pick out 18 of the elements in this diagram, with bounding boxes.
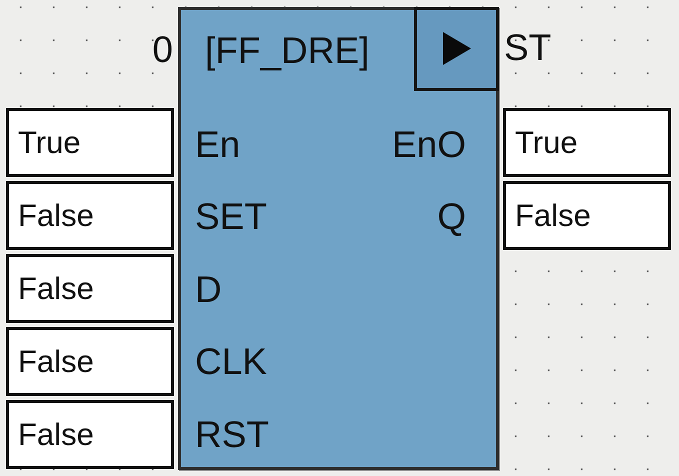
input-pin-label: SET [195, 198, 267, 236]
output-value-field: True [503, 108, 671, 177]
input-value-field: False [6, 327, 174, 396]
output-pin-label: Q [437, 198, 466, 236]
input-pin-label: En [195, 126, 240, 163]
output-value-field: False [503, 181, 671, 250]
instance-number: 0 [152, 30, 173, 68]
input-value-field: False [6, 400, 174, 469]
input-pin-label: CLK [195, 343, 267, 380]
function-block [178, 7, 499, 470]
input-value-field: False [6, 254, 174, 323]
output-pin-label: EnO [392, 126, 466, 163]
input-value-field: False [6, 181, 174, 250]
input-value-field: True [6, 108, 174, 177]
block-tag-label: ST [504, 29, 552, 66]
input-pin-label: D [195, 270, 222, 308]
block-title: [FF_DRE] [205, 32, 370, 69]
input-pin-label: RST [195, 416, 269, 453]
